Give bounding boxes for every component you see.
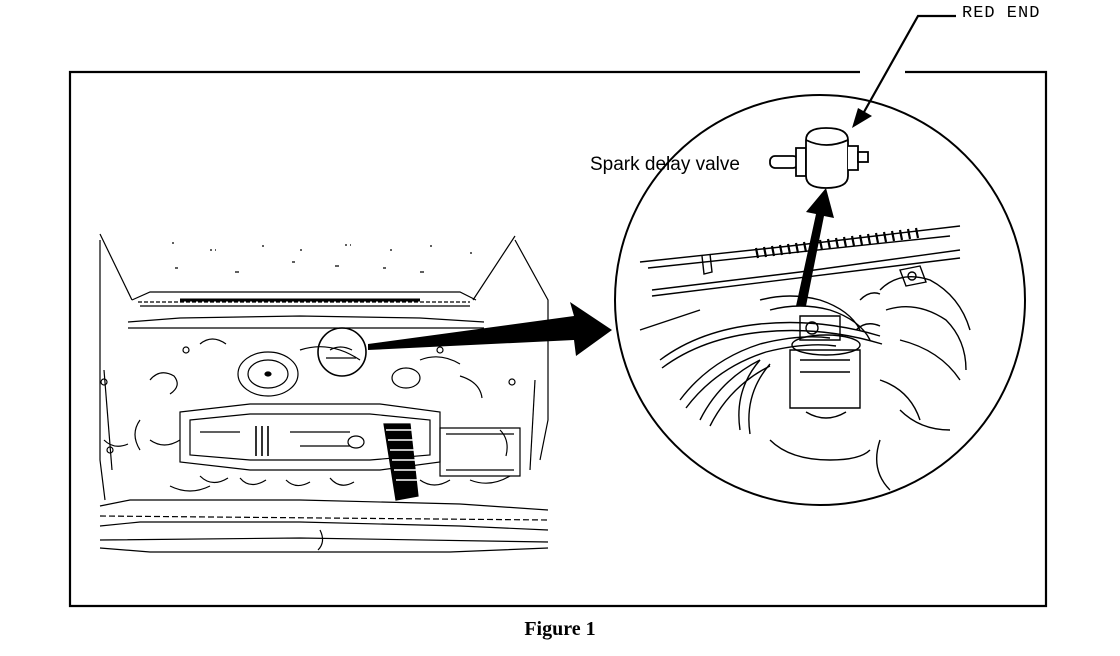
red-end-label: RED END bbox=[962, 4, 1041, 23]
figure-frame bbox=[68, 70, 1048, 608]
spark-delay-valve-label: Spark delay valve bbox=[590, 154, 740, 175]
engine-bay-illustration bbox=[99, 233, 549, 553]
detail-circle bbox=[614, 94, 1026, 506]
detail-contents bbox=[639, 225, 971, 491]
spark-delay-valve bbox=[769, 127, 869, 189]
pointer-arrow bbox=[368, 302, 612, 356]
red-end-leader-line bbox=[852, 14, 956, 128]
figure-caption: Figure 1 bbox=[524, 618, 596, 640]
valve-pointer-arrow bbox=[796, 188, 834, 306]
